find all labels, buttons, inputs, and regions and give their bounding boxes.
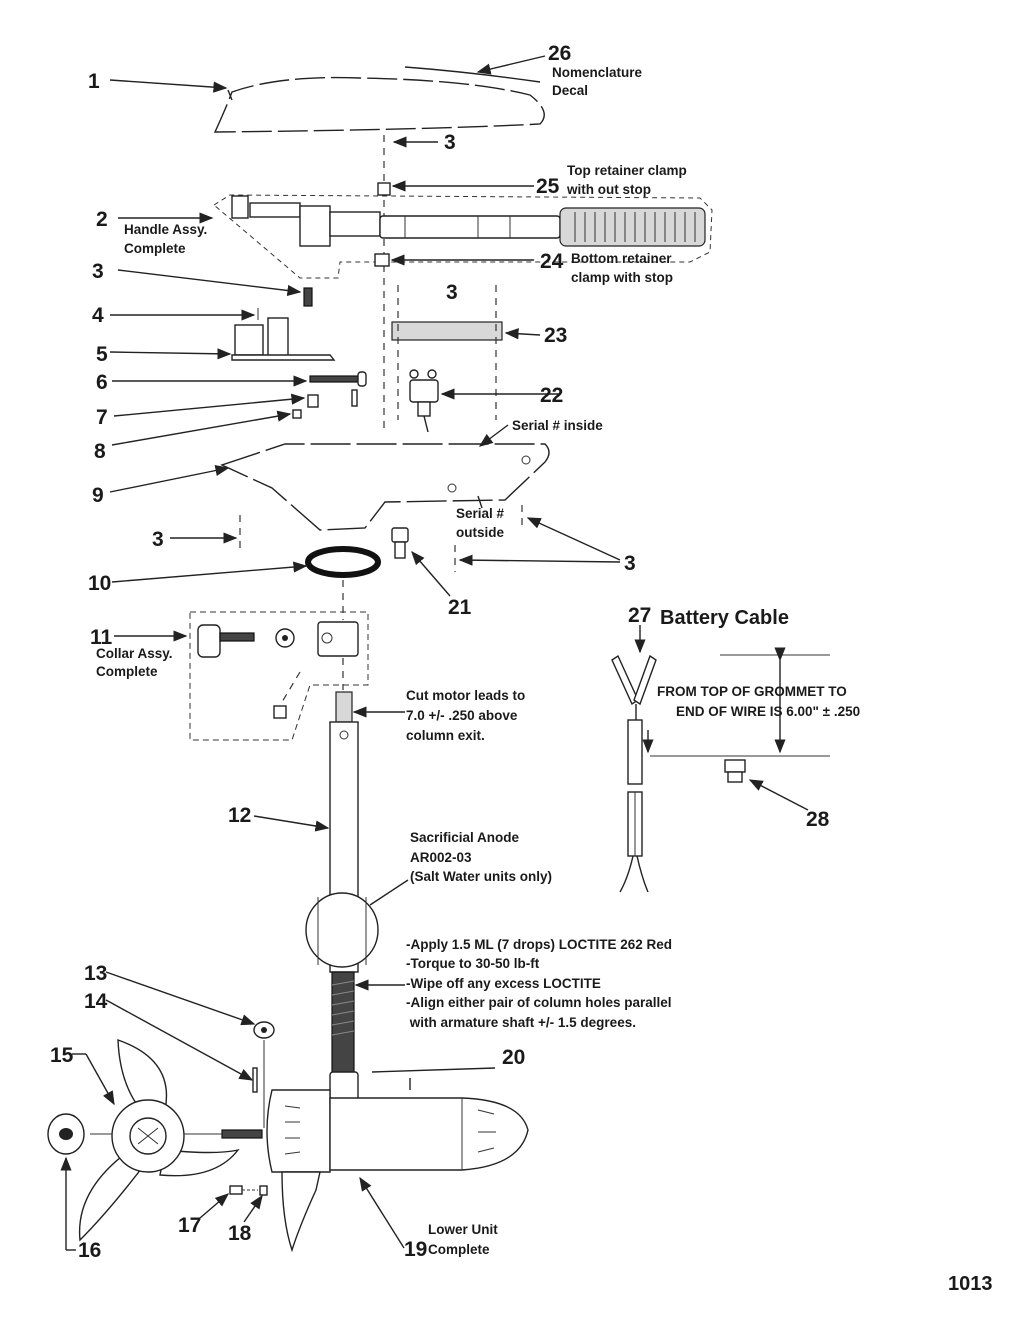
loctite-note-1: -Apply 1.5 ML (7 drops) LOCTITE 262 Red [406,937,672,952]
decal-label-2: Decal [552,83,588,98]
washer-part [292,409,302,419]
callout-9: 9 [92,484,104,507]
anode-label-1: Sacrificial Anode [410,830,520,845]
decal-label-1: Nomenclature [552,65,643,80]
callout-20: 20 [502,1046,525,1069]
callout-3c: 3 [446,281,458,304]
anode-label-2: AR002-03 [410,850,472,865]
callout-27: 27 [628,604,651,627]
callout-2: 2 [96,208,108,231]
washer-18 [259,1185,268,1196]
lower-unit-label-2: Complete [428,1242,490,1257]
serial-inside-label: Serial # inside [512,418,603,433]
callout-23: 23 [544,324,567,347]
pin-14 [252,1067,258,1093]
screw-part [303,287,313,307]
o-ring [305,546,381,578]
sacrificial-anode [305,892,379,968]
top-clamp-label-2: with out stop [566,182,651,197]
callout-13: 13 [84,962,107,985]
decal-part [404,66,541,83]
head-housing [220,443,550,531]
callout-3d: 3 [152,528,164,551]
callout-1: 1 [88,70,100,93]
callout-10: 10 [88,572,111,595]
callout-12: 12 [228,804,251,827]
callout-19: 19 [404,1238,427,1261]
diagram-id: 1013 [948,1273,993,1295]
callout-4: 4 [92,304,104,327]
callout-3e: 3 [624,552,636,575]
cut-leads-label-2: 7.0 +/- .250 above [406,708,518,723]
collar-label-1: Collar Assy. [96,646,173,661]
serial-outside-label-2: outside [456,525,504,540]
handle-label-1: Handle Assy. [124,222,207,237]
collar-label-2: Complete [96,664,158,679]
bottom-clamp-label-1: Bottom retainer [571,251,672,266]
callout-6: 6 [96,371,108,394]
bottom-retainer-clamp [374,253,390,267]
grommet-28 [724,759,746,783]
collar-assembly [189,611,369,741]
callout-28: 28 [806,808,830,831]
switch-board [231,308,336,361]
callout-17: 17 [178,1214,201,1237]
propeller [78,1038,240,1242]
lower-unit [266,1071,529,1253]
bolt-part [309,371,367,407]
leader-lines [60,55,809,1251]
text-labels: Nomenclature Decal Top retainer clamp wi… [96,65,993,1295]
callout-3b: 3 [92,260,104,283]
callout-24: 24 [540,250,564,273]
grip-texture [574,212,696,242]
nut-part [307,394,319,408]
callout-22: 22 [540,384,563,407]
lower-unit-label-1: Lower Unit [428,1222,498,1237]
callout-numbers: 1 2 3 3 3 3 3 4 5 6 7 8 9 10 11 12 13 14… [50,42,830,1262]
callout-18: 18 [228,1222,252,1245]
handle-label-2: Complete [124,241,186,256]
bottom-clamp-label-2: clamp with stop [571,270,673,285]
armature-shaft [221,1129,263,1139]
callout-7: 7 [96,406,108,429]
toggle-switch [409,369,439,433]
threaded-section [331,971,355,1078]
top-clamp-label-1: Top retainer clamp [567,163,687,178]
callout-5: 5 [96,343,108,366]
cut-leads-label-3: column exit. [406,728,485,743]
loctite-note-3: -Wipe off any excess LOCTITE [406,976,601,991]
anode-label-3: (Salt Water units only) [410,869,552,884]
callout-8: 8 [94,440,106,463]
serial-outside-label-1: Serial # [456,506,505,521]
grommet-note-1: FROM TOP OF GROMMET TO [657,684,847,699]
callout-26: 26 [548,42,571,65]
handle-assembly [213,194,713,279]
battery-cable-title: Battery Cable [660,607,789,629]
callout-21: 21 [448,596,472,619]
grommet-note-2: END OF WIRE IS 6.00" ± .250 [676,704,860,719]
callout-14: 14 [84,990,108,1013]
spacer-bar [391,321,503,341]
screw-17 [229,1185,243,1195]
loctite-note-2: -Torque to 30-50 lb-ft [406,956,540,971]
grommet-part [391,527,409,559]
callout-15: 15 [50,1044,74,1067]
callout-3a: 3 [444,131,456,154]
prop-nut [47,1113,85,1155]
callout-11: 11 [90,626,113,649]
callout-25: 25 [536,175,560,198]
callout-16: 16 [78,1239,101,1262]
cover-part [213,76,545,133]
top-retainer-clamp [377,182,391,196]
cut-leads-label-1: Cut motor leads to [406,688,525,703]
loctite-note-5: with armature shaft +/- 1.5 degrees. [406,1015,636,1030]
washer-13 [253,1021,275,1039]
loctite-note-4: -Align either pair of column holes paral… [406,995,672,1010]
battery-cable [611,647,830,893]
